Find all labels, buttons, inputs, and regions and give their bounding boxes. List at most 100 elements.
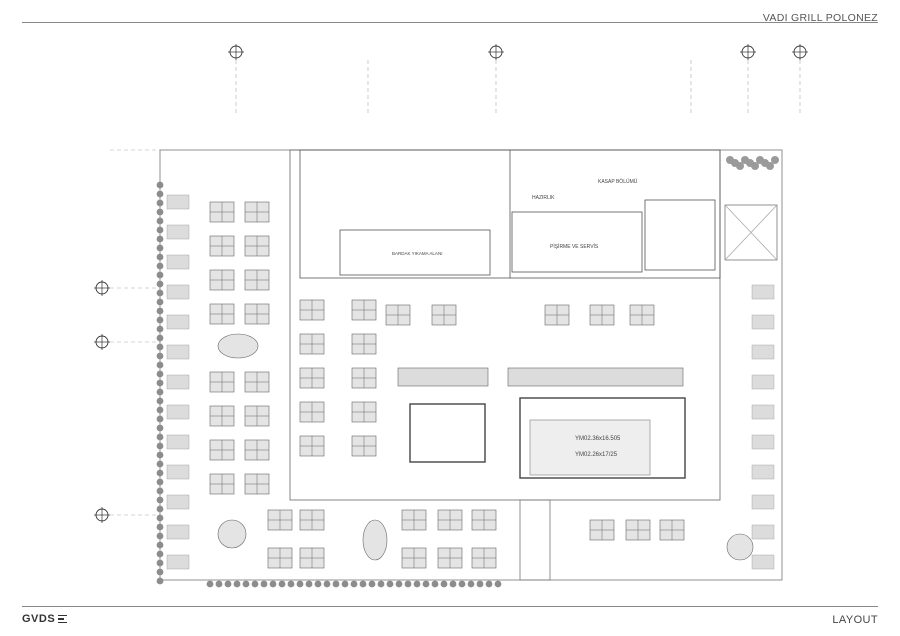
planter	[350, 580, 358, 588]
brand-logo: GVDS	[22, 613, 68, 625]
terrace-bench	[751, 434, 775, 450]
planter	[156, 253, 164, 261]
planter	[341, 580, 349, 588]
round-table	[726, 533, 754, 561]
dimension-label-1: YM02.36x16.505	[575, 436, 621, 442]
planter	[156, 496, 164, 504]
shrub	[751, 162, 759, 170]
planter	[156, 208, 164, 216]
planter	[156, 226, 164, 234]
cook-serve-area	[511, 211, 643, 273]
planter	[467, 580, 475, 588]
planter	[494, 580, 502, 588]
planter	[156, 550, 164, 558]
planter	[156, 415, 164, 423]
planter	[156, 361, 164, 369]
entrance-zone	[724, 204, 778, 261]
planter	[251, 580, 259, 588]
booth-row	[507, 367, 684, 387]
top-border-line	[22, 22, 878, 23]
terrace-bench	[751, 404, 775, 420]
project-title: VADI GRILL POLONEZ	[762, 12, 878, 24]
shrub	[766, 162, 774, 170]
planter	[156, 289, 164, 297]
planter	[156, 334, 164, 342]
planter	[156, 559, 164, 567]
terrace-bench	[751, 524, 775, 540]
planter	[359, 580, 367, 588]
terrace-bench	[751, 554, 775, 570]
dimension-label-2: YM02.26x17/25	[575, 452, 618, 458]
planter	[422, 580, 430, 588]
planter	[269, 580, 277, 588]
planter	[156, 397, 164, 405]
bottom-border-line	[22, 606, 878, 607]
planter	[449, 580, 457, 588]
planter	[404, 580, 412, 588]
terrace-bench	[166, 314, 190, 330]
planter	[156, 532, 164, 540]
brand-name: GVDS	[22, 613, 56, 625]
planter	[440, 580, 448, 588]
planter	[314, 580, 322, 588]
planter	[233, 580, 241, 588]
terrace-bench	[166, 494, 190, 510]
planter	[156, 190, 164, 198]
planter	[156, 514, 164, 522]
booth-row	[397, 367, 489, 387]
planter	[156, 181, 164, 189]
planter	[156, 433, 164, 441]
terrace-bench	[751, 314, 775, 330]
terrace-bench	[166, 404, 190, 420]
planter	[485, 580, 493, 588]
shrub	[771, 156, 779, 164]
round-table	[217, 519, 247, 549]
planter	[305, 580, 313, 588]
planter	[395, 580, 403, 588]
planter	[215, 580, 223, 588]
service-counter	[519, 397, 686, 479]
brand-mark-icon	[58, 615, 68, 623]
planter	[156, 469, 164, 477]
planter	[368, 580, 376, 588]
terrace-bench	[166, 194, 190, 210]
planter	[278, 580, 286, 588]
planter	[431, 580, 439, 588]
terrace-bench	[166, 344, 190, 360]
planter	[332, 580, 340, 588]
oval-table	[217, 333, 259, 359]
central-bar	[409, 403, 486, 463]
planter	[156, 343, 164, 351]
planter	[156, 541, 164, 549]
terrace-bench	[751, 464, 775, 480]
planter	[156, 442, 164, 450]
glass-wash-room	[339, 229, 491, 276]
planter	[206, 580, 214, 588]
terrace-bench	[166, 374, 190, 390]
terrace-bench	[751, 374, 775, 390]
planter	[156, 577, 164, 585]
butcher-section-label: KASAP BÖLÜMÜ	[598, 178, 638, 185]
cook-serve-label: PİŞİRME VE SERVİS	[550, 243, 599, 250]
planter	[156, 217, 164, 225]
prep-section-label: HAZIRLIK	[532, 195, 555, 201]
planter	[156, 424, 164, 432]
shrub	[736, 162, 744, 170]
terrace-bench	[751, 494, 775, 510]
terrace-bench	[166, 464, 190, 480]
planter	[156, 199, 164, 207]
planter	[156, 370, 164, 378]
planter	[323, 580, 331, 588]
planter	[156, 298, 164, 306]
planter	[224, 580, 232, 588]
planter	[386, 580, 394, 588]
terrace-bench	[751, 284, 775, 300]
planter	[242, 580, 250, 588]
terrace-bench	[166, 554, 190, 570]
terrace-bench	[166, 434, 190, 450]
planter	[156, 505, 164, 513]
terrace-bench	[166, 224, 190, 240]
planter	[156, 307, 164, 315]
planter	[156, 244, 164, 252]
